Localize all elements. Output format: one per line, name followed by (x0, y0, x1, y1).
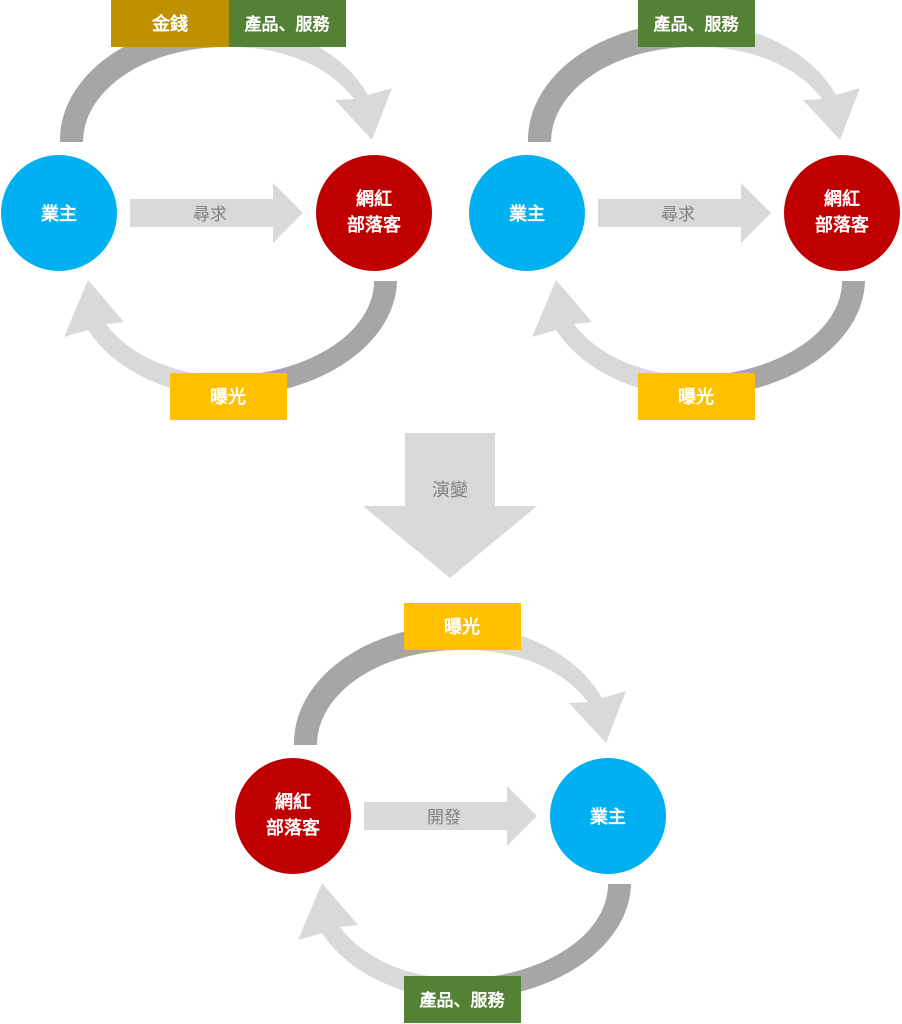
influencer-label-line1: 網紅 (275, 791, 311, 813)
influencer-label-line2: 部落客 (815, 214, 870, 236)
money-box (111, 0, 229, 47)
bottom-arc-arrow (64, 280, 226, 397)
evolution-label: 演變 (432, 480, 468, 501)
business-owner-label: 業主 (40, 203, 77, 225)
business-owner-node (469, 155, 585, 271)
exposure-label: 曝光 (444, 616, 480, 638)
products-services-label: 產品、服務 (654, 14, 740, 35)
influencer-node (316, 155, 432, 271)
exposure-label: 曝光 (678, 386, 714, 408)
evolution-arrow-shape (363, 433, 537, 578)
influencer-node (784, 155, 900, 271)
cycle-diagram-1: 尋求 業主 網紅 部落客 金錢 產品、服務 曝光 (1, 0, 432, 420)
influencer-label-line2: 部落客 (266, 817, 321, 839)
middle-arrow (364, 786, 537, 846)
middle-arrow (130, 183, 303, 243)
middle-arrow-label: 尋求 (193, 205, 227, 225)
exposure-box (638, 373, 755, 420)
top-arc-arrow (693, 22, 860, 140)
exposure-label: 曝光 (210, 386, 246, 408)
products-services-box (404, 976, 521, 1023)
products-services-label: 產品、服務 (420, 990, 506, 1011)
influencer-label-line1: 網紅 (356, 188, 392, 210)
business-owner-label: 業主 (508, 203, 545, 225)
business-owner-label: 業主 (589, 806, 626, 828)
products-services-label: 產品、服務 (245, 14, 331, 35)
business-owner-node (1, 155, 117, 271)
exposure-box (404, 603, 521, 650)
top-arc-arrow (225, 22, 392, 140)
cycle-diagram-3: 開發 網紅 部落客 業主 曝光 產品、服務 (235, 603, 666, 1023)
middle-arrow-label: 開發 (427, 808, 461, 828)
middle-arrow (598, 183, 771, 243)
top-arc-arrow (459, 625, 626, 743)
influencer-label-line1: 網紅 (824, 188, 860, 210)
middle-arrow-label: 尋求 (661, 205, 695, 225)
exposure-box (170, 373, 287, 420)
business-owner-node (550, 758, 666, 874)
bottom-arc-arrow (298, 883, 460, 1000)
bottom-arc-arrow (532, 280, 694, 397)
influencer-label-line2: 部落客 (347, 214, 402, 236)
influencer-node (235, 758, 351, 874)
money-label: 金錢 (151, 13, 188, 35)
cycle-diagram-2: 尋求 業主 網紅 部落客 產品、服務 曝光 (469, 0, 900, 420)
products-services-box (229, 0, 346, 47)
evolution-arrow: 演變 (363, 433, 537, 578)
products-services-box (638, 0, 755, 47)
